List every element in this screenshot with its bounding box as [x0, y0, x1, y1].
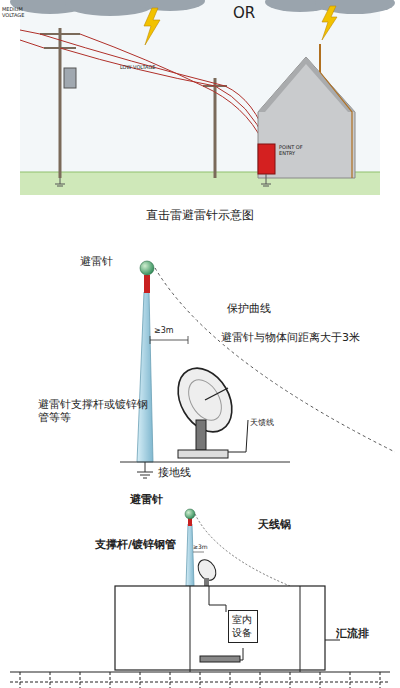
- or-text: OR: [233, 4, 255, 22]
- utility-poles: [60, 28, 215, 178]
- equipment-box: 室内设备: [228, 610, 258, 643]
- part-label: 支撑杆/镀锌钢管: [95, 538, 176, 551]
- support-pole: [137, 292, 153, 462]
- part-label: 接地线: [158, 466, 191, 479]
- ground-grid: [10, 672, 390, 688]
- ground-symbol: [137, 462, 153, 478]
- node-text: POINT OF ENTRY: [279, 144, 313, 156]
- part-label: 避雷针: [130, 493, 163, 506]
- sky: [20, 0, 380, 195]
- entry-box: POINT OF ENTRY: [258, 144, 275, 174]
- node-text: 室内设备: [232, 614, 254, 639]
- satellite-dish: [195, 556, 220, 586]
- dimension: ≥3m: [193, 543, 208, 550]
- support-pole: [186, 524, 194, 586]
- satellite-dish: [167, 359, 248, 458]
- part-label: 天馈线: [250, 418, 274, 428]
- voltage-label: LOW VOLTAGE: [120, 64, 155, 70]
- lightning-rod: [140, 261, 154, 275]
- roof-rod: [319, 44, 321, 72]
- busbar: [200, 656, 240, 662]
- wiring: [190, 586, 340, 672]
- part-label: 汇流排: [336, 627, 369, 640]
- voltage-label: MEDIUM VOLTAGE: [2, 6, 34, 18]
- part-label: 避雷针支撑杆或镀锌钢管等等: [38, 398, 150, 424]
- lightning-bolt: [144, 8, 160, 45]
- entry-box: [258, 144, 275, 174]
- wires: [20, 30, 268, 142]
- dimension-line: [150, 336, 188, 344]
- part-label: 天线锅: [258, 518, 291, 531]
- note: 避雷针与物体间距离大于3米: [220, 331, 361, 344]
- protection-curve: [155, 268, 395, 452]
- part-label: 避雷针: [80, 255, 113, 268]
- lightning-bolt: [322, 6, 337, 40]
- curve-label: 保护曲线: [226, 302, 272, 315]
- caption: 直击雷避雷针示意图: [146, 208, 254, 222]
- clouds: [10, 0, 395, 16]
- building: [115, 586, 325, 670]
- transformer: [64, 68, 76, 88]
- lightning-rod: [185, 509, 195, 519]
- rod-base: [144, 275, 150, 293]
- house: [258, 57, 355, 178]
- dimension: ≥3m: [154, 326, 174, 336]
- ground-symbol: [55, 174, 271, 186]
